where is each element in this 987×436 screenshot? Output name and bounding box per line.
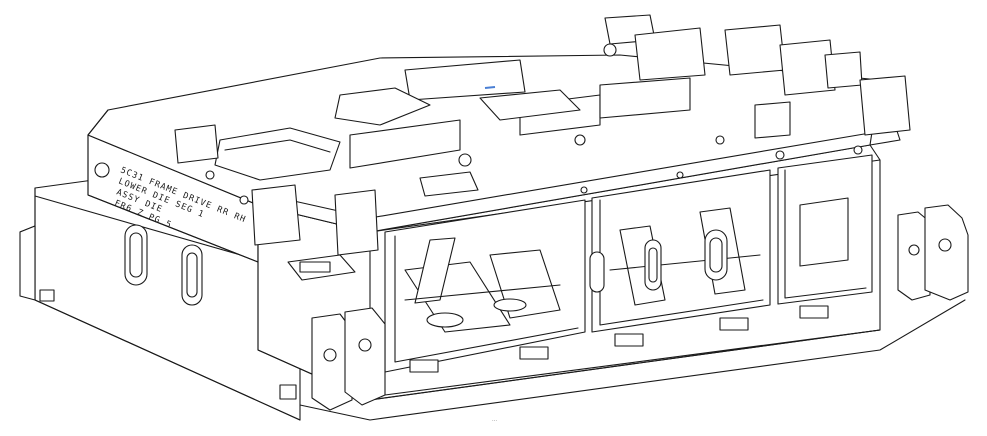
- riser-3: [724, 24, 786, 76]
- riser-2: [634, 27, 706, 81]
- riser-4: [779, 39, 836, 96]
- bay-3-window: [799, 197, 849, 267]
- block-1: [174, 124, 219, 164]
- front-lugs: [311, 204, 969, 411]
- inner-slots: [426, 229, 728, 328]
- block-4: [599, 77, 691, 119]
- base-foot: [299, 299, 966, 421]
- footer-mark: ···: [492, 418, 497, 424]
- block-2: [349, 119, 461, 169]
- base-lug-left: [39, 289, 55, 302]
- side-slots-left: [124, 224, 203, 306]
- base-lug-front: [279, 384, 297, 400]
- bay-2: [591, 169, 771, 333]
- slot-left-2: [181, 244, 203, 306]
- top-pad-2: [334, 87, 431, 126]
- tab-1: [251, 184, 301, 246]
- square-block: [754, 101, 791, 139]
- riser-5: [824, 51, 863, 89]
- top-features: [174, 14, 911, 281]
- top-pad-1: [214, 127, 341, 181]
- square-pocket: [287, 254, 356, 281]
- bolt-hole-left: [94, 162, 110, 178]
- slot-left-1: [124, 224, 148, 286]
- tab-2: [334, 189, 379, 256]
- top-pocket: [419, 171, 479, 197]
- top-pad-3: [479, 89, 581, 121]
- top-plate: [404, 59, 526, 101]
- riser-6: [859, 75, 911, 136]
